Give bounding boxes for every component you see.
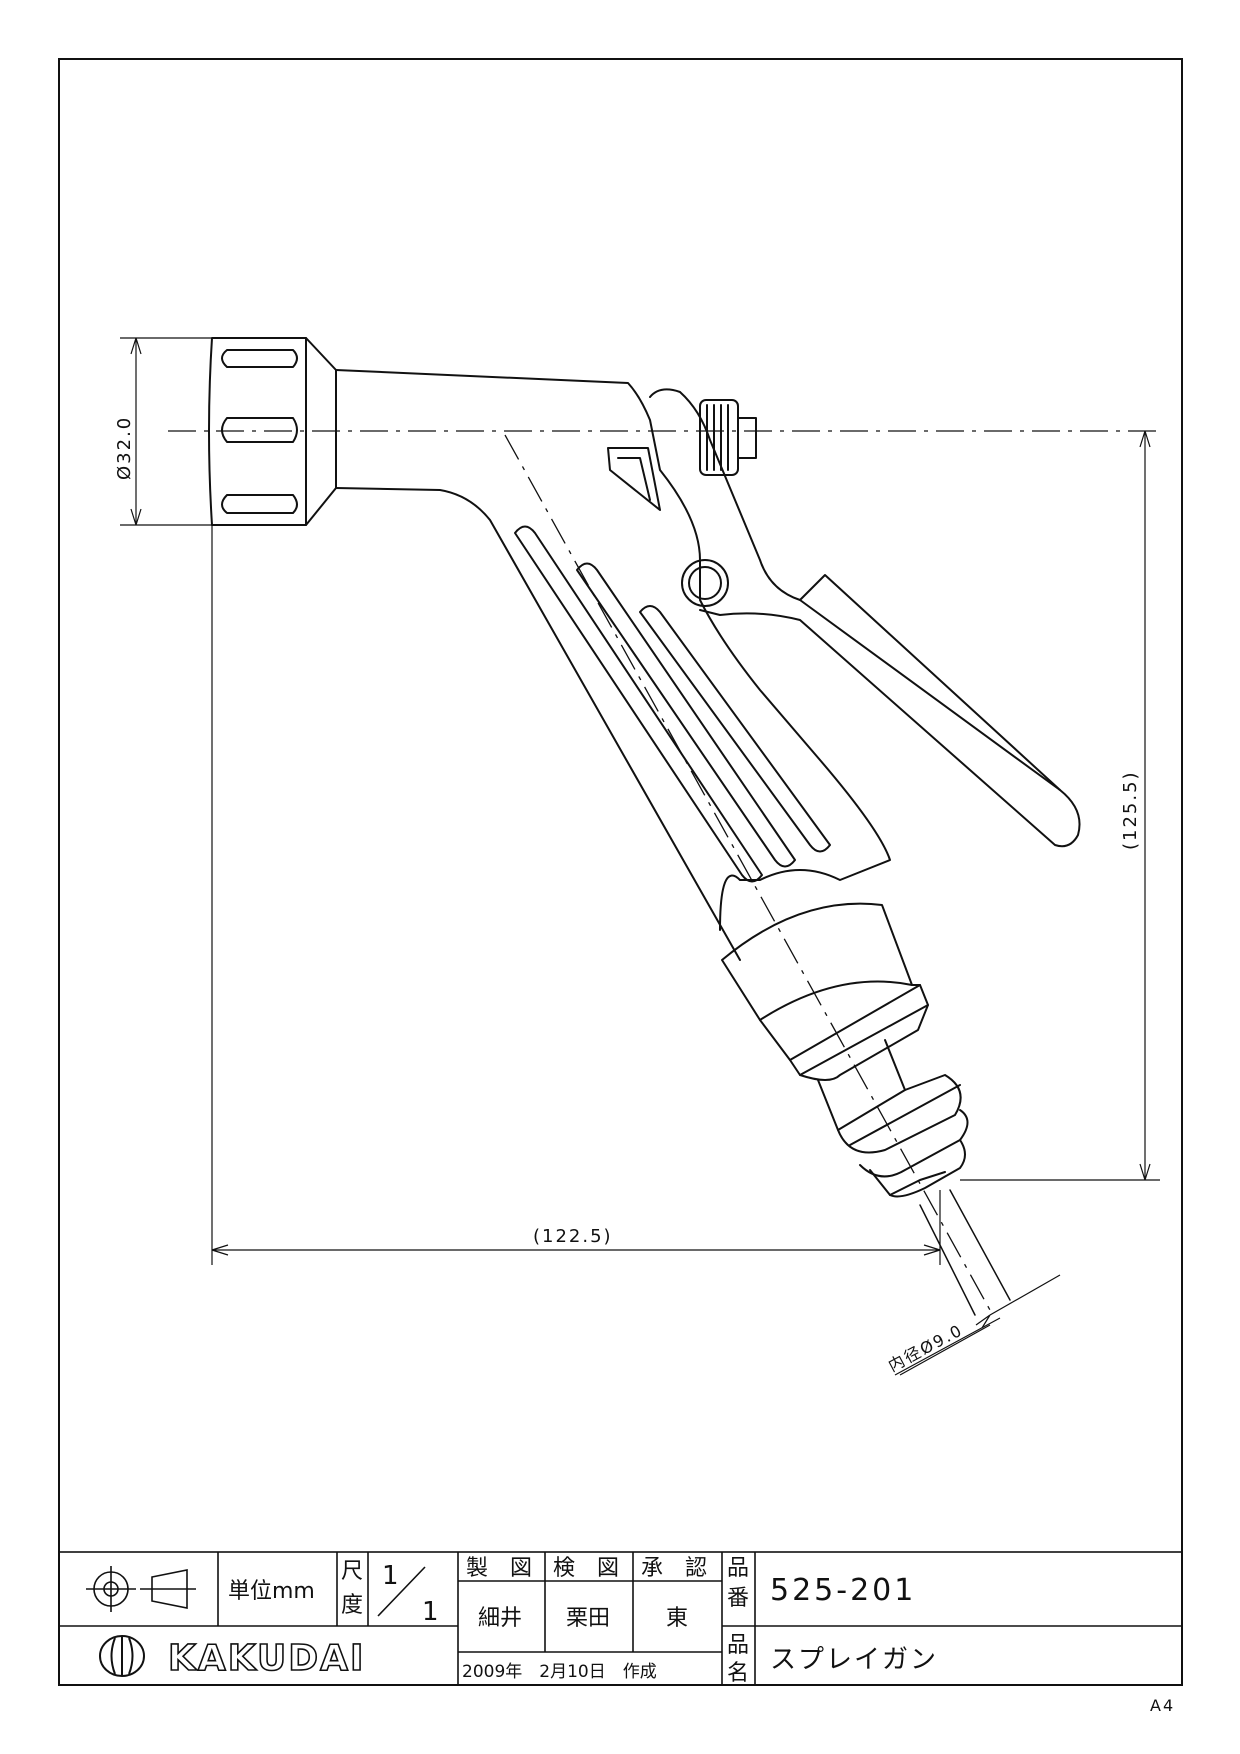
part-no-label-1: 品 [727,1556,749,1581]
title-block [58,1551,1183,1686]
width-dimension: (122.5) [533,1226,613,1247]
scale-numerator: 1 [382,1561,399,1591]
checked-by: 栗田 [566,1606,610,1631]
inner-diameter-dimension: 内径Ø9.0 [885,1320,966,1375]
approved-by: 東 [666,1606,688,1631]
approved-by-header: 承 認 [641,1556,707,1581]
dimension-labels: Ø32.0 (125.5) (122.5) 内径Ø9.0 [114,416,1141,1376]
unit-label: 単位mm [228,1579,315,1604]
trigger-lever [607,388,1081,848]
scale-label-2: 度 [341,1593,363,1618]
gun-body [335,369,969,1198]
diameter-dimension: Ø32.0 [114,416,135,480]
checked-by-header: 検 図 [553,1556,619,1581]
title-block-text: KAKUDAI 単位mm 尺 度 1 1 製 図 検 図 承 認 細井 栗田 東… [167,1556,938,1686]
spray-gun-drawing [208,337,1081,1316]
company-logo-text: KAKUDAI [168,1638,365,1679]
part-number: 525-201 [770,1573,916,1608]
part-name-label-1: 品 [727,1633,749,1658]
center-lines [168,430,1160,1311]
dimensions [120,337,1160,1376]
hose [919,1189,1011,1316]
part-name-label-2: 名 [727,1661,749,1686]
date: 2009年 2月10日 作成 [462,1662,657,1682]
sheet-border [58,58,1183,1686]
drawn-by-header: 製 図 [466,1556,532,1581]
third-angle-projection-icon [86,1566,196,1612]
drawn-by: 細井 [478,1606,522,1631]
adjustment-knob [699,399,757,476]
scale-label-1: 尺 [341,1559,363,1584]
part-no-label-2: 番 [727,1586,749,1611]
kakudai-logo-icon [99,1635,145,1677]
scale-denominator: 1 [422,1597,439,1627]
part-name: スプレイガン [770,1645,938,1675]
height-dimension: (125.5) [1120,770,1141,850]
sheet-size: A4 [1150,1696,1175,1715]
